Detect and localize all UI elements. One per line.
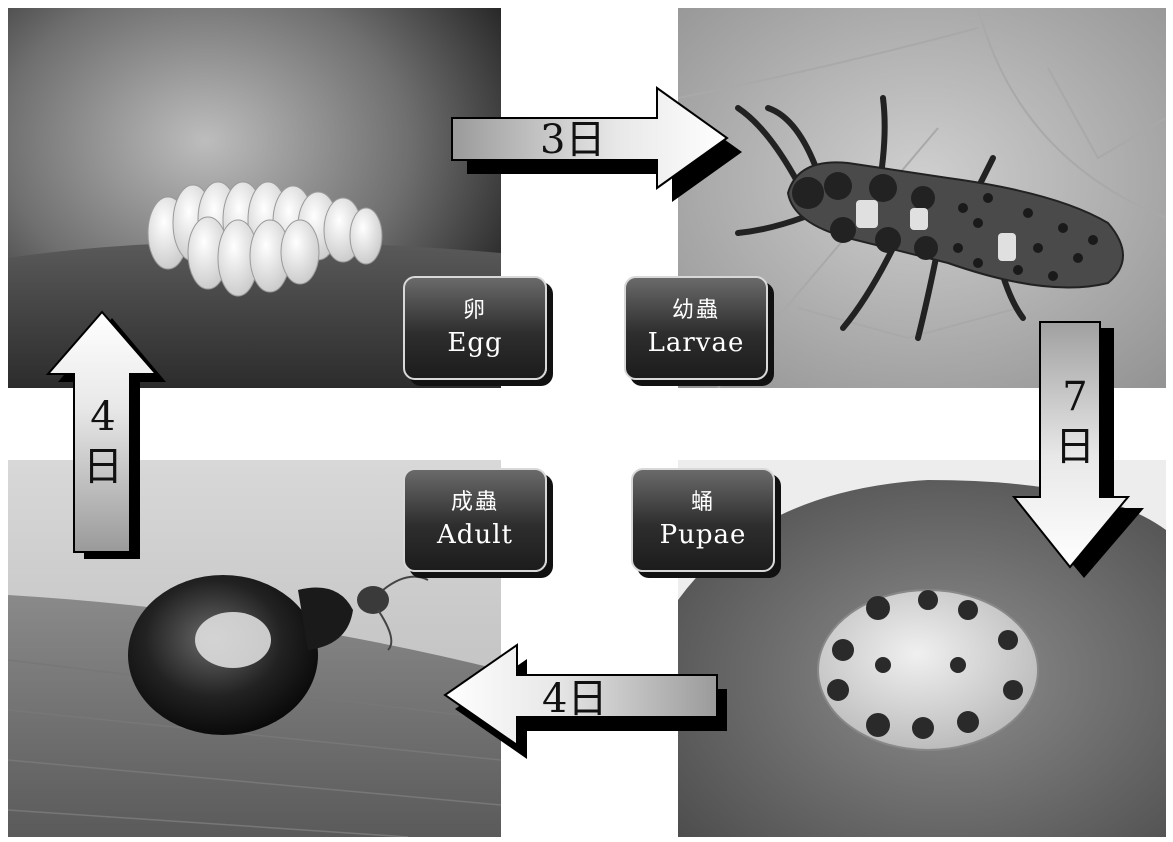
stage-label-adult: 成蟲 Adult: [403, 468, 547, 572]
stage-egg-en: Egg: [447, 326, 502, 360]
duration-adult-to-egg: 4日: [78, 392, 128, 492]
stage-pupae-zh: 蛹: [691, 488, 715, 518]
stage-label-larvae: 幼蟲 Larvae: [624, 276, 768, 380]
duration-larvae-to-pupae: 7日: [1050, 372, 1100, 472]
arrow-egg-to-larvae: 3日: [452, 88, 742, 200]
stage-adult-en: Adult: [437, 518, 513, 552]
arrow-larvae-to-pupae: 7日: [1018, 322, 1136, 577]
duration-egg-to-larvae: 3日: [540, 118, 605, 162]
stage-label-pupae: 蛹 Pupae: [631, 468, 775, 572]
arrow-adult-to-egg: 4日: [48, 312, 160, 557]
stage-adult-zh: 成蟲: [451, 488, 499, 518]
stage-larvae-en: Larvae: [648, 326, 745, 360]
duration-pupae-to-adult: 4日: [542, 677, 607, 721]
stage-larvae-zh: 幼蟲: [672, 296, 720, 326]
arrow-pupae-to-adult: 4日: [442, 643, 727, 755]
stage-label-egg: 卵 Egg: [403, 276, 547, 380]
stage-pupae-en: Pupae: [660, 518, 747, 552]
stage-egg-zh: 卵: [463, 296, 487, 326]
